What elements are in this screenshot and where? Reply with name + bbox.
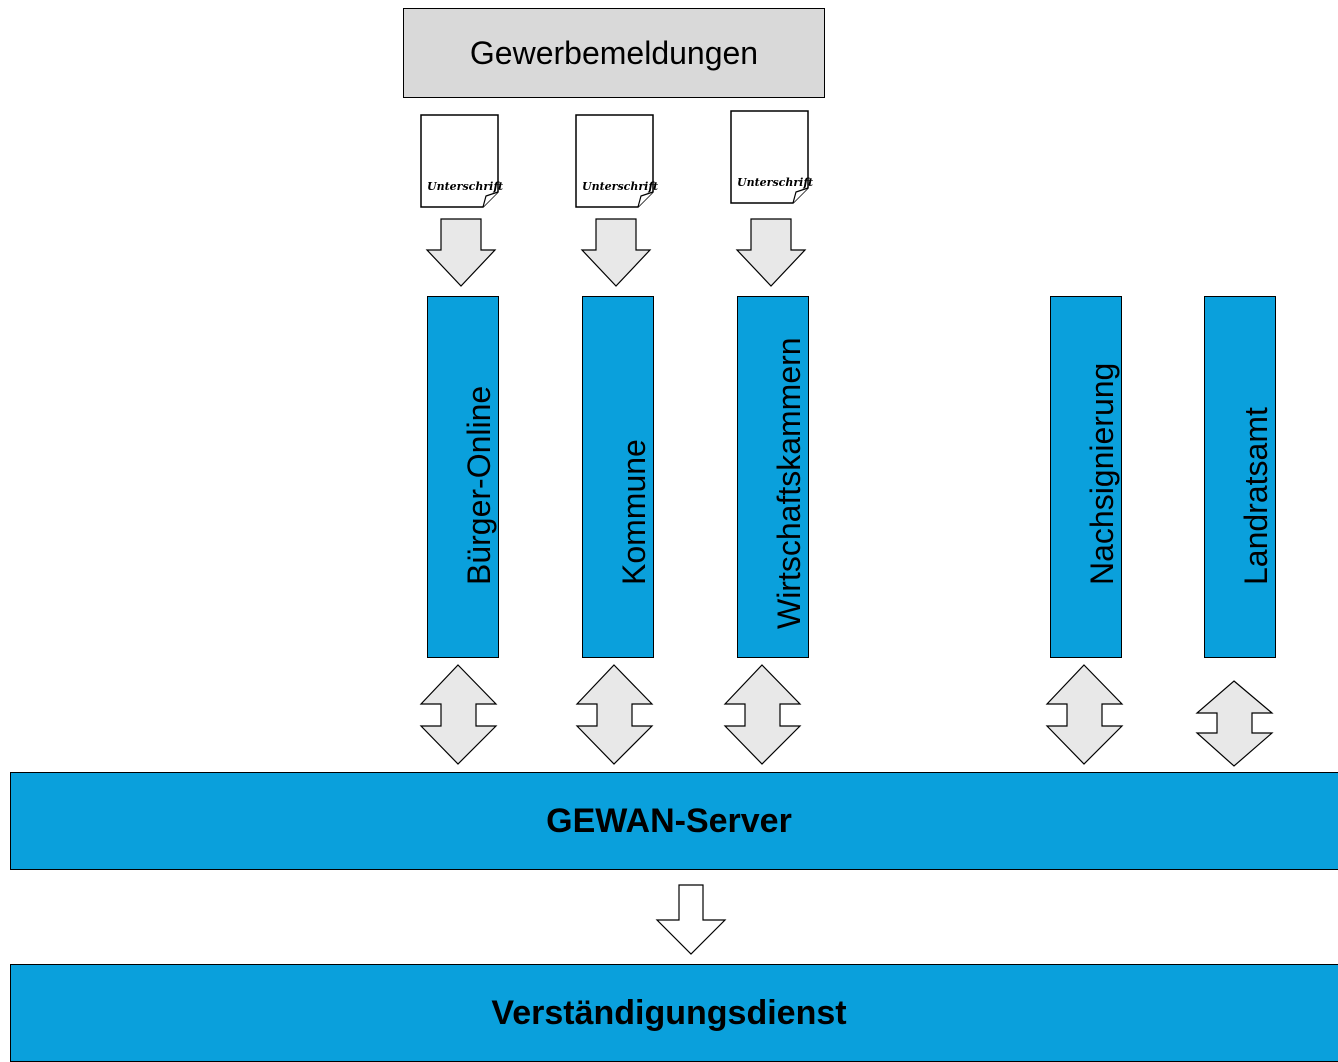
signature-text: Unterschrift [427, 180, 504, 193]
document-icon [575, 114, 654, 208]
verstaendigungsdienst-label: Verständigungsdienst [491, 993, 847, 1032]
channel-label: Bürger-Online [461, 385, 497, 585]
signed-document-2: Unterschrift [575, 114, 659, 208]
bidirectional-arrow-icon [1195, 680, 1274, 767]
bidirectional-arrow-icon [723, 664, 802, 765]
gewan-server-label: GEWAN-Server [546, 801, 792, 840]
document-icon [420, 114, 499, 208]
gewerbemeldungen-box: Gewerbemeldungen [403, 8, 825, 98]
channel-label: Kommune [616, 439, 652, 585]
channel-label: Nachsignierung [1084, 362, 1120, 585]
document-icon [730, 110, 809, 204]
channel-label: Wirtschaftskammern [771, 337, 807, 629]
bidirectional-arrow-icon [1045, 664, 1124, 765]
signed-document-1: Unterschrift [420, 114, 504, 208]
gewerbemeldungen-label: Gewerbemeldungen [469, 34, 759, 71]
channel-nachsignierung: Nachsignierung [1050, 296, 1122, 658]
channel-landratsamt: Landratsamt [1204, 296, 1276, 658]
bidirectional-arrow-icon [419, 664, 498, 765]
channel-kommune: Kommune [582, 296, 654, 658]
channel-wirtschaftskammern: Wirtschaftskammern [737, 296, 809, 658]
signed-document-3: Unterschrift [730, 110, 814, 204]
down-arrow-icon [735, 218, 807, 287]
signature-text: Unterschrift [737, 176, 814, 189]
verstaendigungsdienst-box: Verständigungsdienst [10, 964, 1338, 1062]
bidirectional-arrow-icon [575, 664, 654, 765]
channel-buerger-online: Bürger-Online [427, 296, 499, 658]
down-arrow-icon [425, 218, 497, 287]
channel-label: Landratsamt [1238, 407, 1274, 585]
gewan-server-box: GEWAN-Server [10, 772, 1338, 870]
down-arrow-icon [655, 884, 727, 955]
signature-text: Unterschrift [582, 180, 659, 193]
down-arrow-icon [580, 218, 652, 287]
